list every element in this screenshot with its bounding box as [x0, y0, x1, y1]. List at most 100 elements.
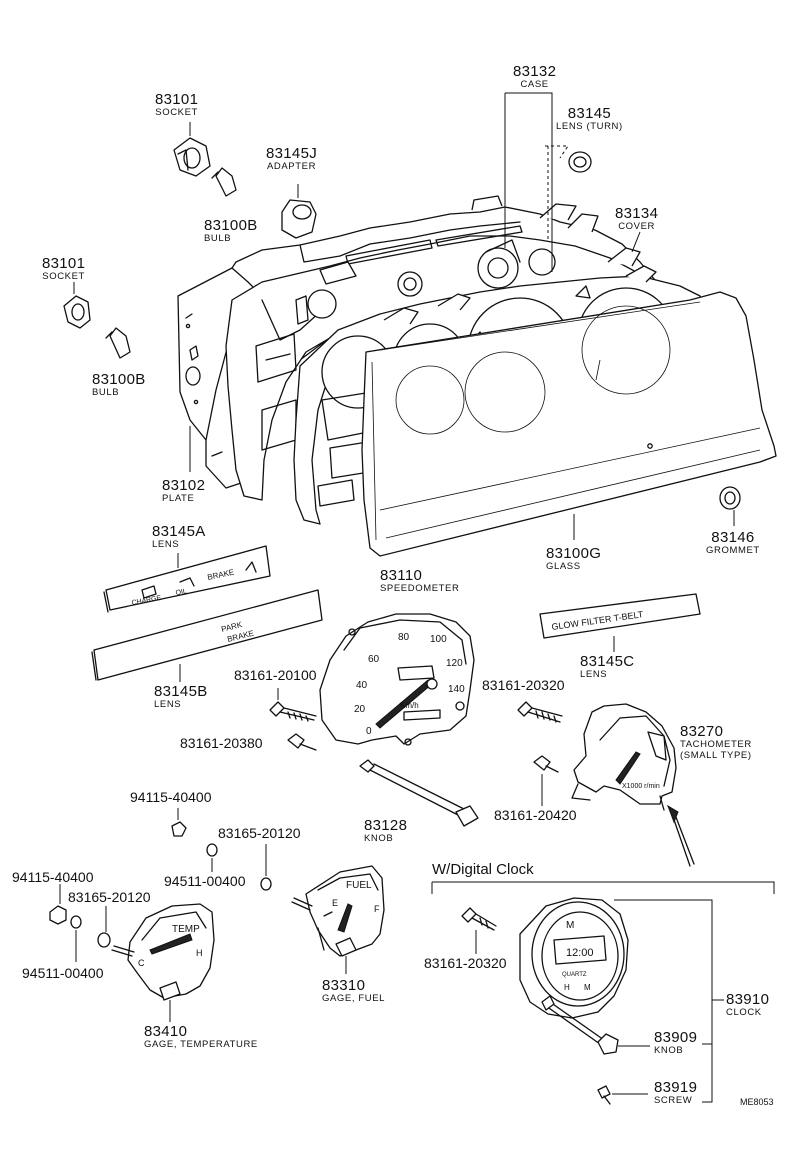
- label-cover-name: COVER: [618, 221, 655, 232]
- label-adapter-number: 83145J: [266, 145, 318, 162]
- label-lens-b-name: LENS: [154, 699, 182, 710]
- label-bulb-left-number: 83100B: [92, 371, 146, 388]
- speedo-tick-100: 100: [430, 634, 447, 645]
- label-clock-knob: 83909 KNOB: [654, 1030, 697, 1056]
- tacho-arrow: [667, 804, 679, 824]
- fuel-gauge-part: FUEL E F: [291, 865, 385, 974]
- label-lens-c-name: LENS: [580, 669, 608, 680]
- nut-left-part: [49, 884, 67, 925]
- label-adapter-name: ADAPTER: [266, 161, 317, 172]
- bulb-left-part: [105, 327, 131, 359]
- speedo-tick-80: 80: [398, 632, 410, 643]
- label-socket-left-number: 83101: [42, 255, 86, 272]
- label-clock-number: 83910: [726, 991, 770, 1008]
- speedo-tick-120: 120: [446, 658, 463, 669]
- label-lens-b-number: 83145B: [154, 683, 208, 700]
- label-tachometer-name-2: (SMALL TYPE): [680, 749, 752, 761]
- pn-screw-speedo-bottom: 83161-20380: [180, 735, 263, 751]
- label-gage-fuel-number: 83310: [322, 977, 366, 994]
- label-socket-top: 83101 SOCKET: [155, 92, 198, 118]
- label-lens-c-number: 83145C: [580, 653, 635, 670]
- speedo-tick-60: 60: [368, 654, 380, 665]
- label-socket-left-name: SOCKET: [42, 271, 85, 282]
- label-speedometer-name: SPEEDOMETER: [380, 583, 460, 594]
- label-clock-name: CLOCK: [726, 1007, 762, 1018]
- grommet-part: [719, 486, 741, 510]
- lens-c-part: GLOW FILTER T-BELT: [539, 593, 701, 652]
- label-knob-speedo-number: 83128: [364, 817, 408, 834]
- drawing-code: ME8053: [740, 1097, 774, 1107]
- label-glass: 83100G GLASS: [546, 546, 601, 572]
- socket-top-part: [173, 122, 211, 177]
- pn-washer-left-b: 94511-00400: [22, 965, 104, 981]
- fuel-f: F: [374, 904, 380, 914]
- label-glass-number: 83100G: [546, 545, 602, 562]
- pn-screw-speedo-top: 83161-20100: [234, 667, 317, 683]
- label-case: 83132 CASE: [513, 64, 556, 90]
- pn-nut-center: 94115-40400: [130, 789, 212, 805]
- speedometer-part: 0 20 40 60 80 100 120 140 Km/h: [319, 613, 475, 746]
- tacho-cable: [671, 811, 695, 867]
- label-clock-screw-number: 83919: [654, 1079, 698, 1096]
- clock-part: M 12:00 QUARTZ H M: [519, 897, 629, 1045]
- washer-left-a-part: [97, 906, 111, 948]
- screw-speedo-bottom-part: [287, 733, 317, 751]
- lens-turn-leader: [545, 145, 569, 159]
- clock-section-bracket: [431, 881, 775, 894]
- clock-time: 12:00: [566, 947, 594, 959]
- label-bulb-top: 83100B BULB: [204, 218, 258, 244]
- case-leader-2: [505, 92, 553, 272]
- fuel-e: E: [332, 898, 338, 908]
- pn-washer-center-b: 94511-00400: [164, 873, 246, 889]
- clock-brand: QUARTZ: [562, 972, 587, 978]
- screw-tacho-top-part: [517, 701, 563, 723]
- lens-turn-part: [568, 151, 592, 173]
- label-gage-temp: 83410 GAGE, TEMPERATURE: [144, 1024, 258, 1050]
- clock-h: H: [564, 983, 570, 992]
- temp-title: TEMP: [172, 924, 200, 935]
- clock-m: M: [584, 983, 591, 992]
- label-speedometer-number: 83110: [380, 567, 423, 584]
- pn-screw-clock: 83161-20320: [424, 955, 507, 971]
- label-cover: 83134 COVER: [615, 206, 658, 232]
- label-clock: 83910 CLOCK: [726, 992, 769, 1018]
- clock-screw-part: [597, 1085, 648, 1105]
- speedo-tick-40: 40: [356, 680, 368, 691]
- washer-center-b-part: [206, 843, 218, 872]
- speedo-tick-140: 140: [448, 684, 465, 695]
- label-bulb-left-name: BULB: [92, 387, 120, 398]
- label-tachometer-number: 83270: [680, 723, 724, 740]
- label-lens-turn-number: 83145: [567, 105, 611, 122]
- label-adapter: 83145J ADAPTER: [266, 146, 317, 172]
- tacho-unit: X1000 r/min: [622, 783, 660, 790]
- tachometer-part: X1000 r/min: [571, 703, 677, 811]
- pn-nut-left: 94115-40400: [12, 869, 94, 885]
- glass: [361, 291, 777, 557]
- label-gage-fuel: 83310 GAGE, FUEL: [322, 978, 385, 1004]
- speedo-tick-20: 20: [354, 704, 366, 715]
- adapter-part: [281, 184, 317, 239]
- lens-a-oil-text: OIL: [175, 588, 187, 597]
- label-tachometer-name: TACHOMETER: [680, 739, 752, 750]
- label-bulb-top-number: 83100B: [204, 217, 258, 234]
- label-grommet: 83146 GROMMET: [706, 530, 760, 556]
- label-knob-speedo-name: KNOB: [364, 833, 394, 844]
- label-bulb-top-name: BULB: [204, 233, 232, 244]
- label-grommet-number: 83146: [711, 529, 755, 546]
- screw-clock-part: [461, 907, 497, 954]
- screw-tacho-bottom-part: [533, 755, 559, 806]
- lens-a-part: CHARGE OIL BRAKE: [103, 545, 271, 613]
- label-socket-left: 83101 SOCKET: [42, 256, 85, 282]
- label-case-number: 83132: [513, 63, 557, 80]
- fuel-title: FUEL: [346, 880, 372, 891]
- temp-h: H: [196, 948, 203, 958]
- clock-knob-part: [597, 1033, 650, 1055]
- label-clock-screw: 83919 SCREW: [654, 1080, 697, 1106]
- temp-gauge-part: TEMP C H: [111, 903, 215, 1022]
- label-grommet-name: GROMMET: [706, 545, 760, 556]
- label-clock-knob-name: KNOB: [654, 1045, 684, 1056]
- pn-screw-tacho-top: 83161-20320: [482, 677, 565, 693]
- label-speedometer: 83110 SPEEDOMETER: [380, 568, 459, 594]
- pn-screw-tacho-bottom: 83161-20420: [494, 807, 577, 823]
